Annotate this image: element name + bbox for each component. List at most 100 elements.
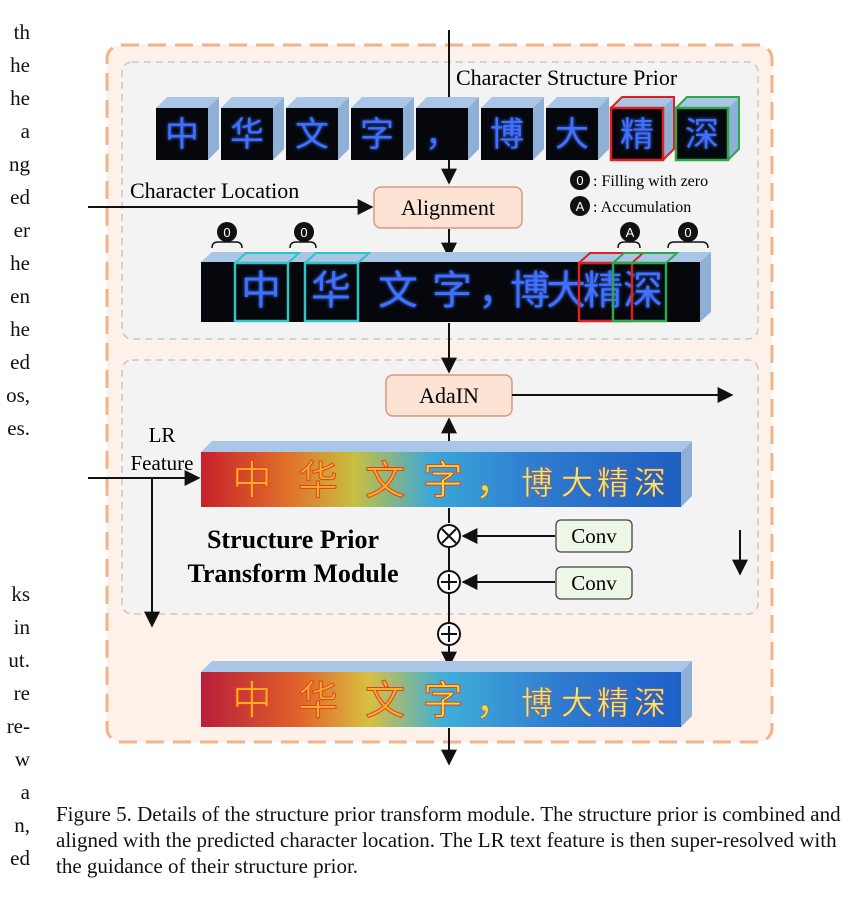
aligned-glyphs: 中华文字，博大精深	[241, 268, 663, 314]
feature-glyph: 深	[634, 464, 666, 502]
left-fragment: he	[10, 53, 30, 77]
marker-label: A	[626, 225, 635, 240]
prior-glyph: 博	[490, 115, 524, 155]
aligned-glyph: 华	[311, 268, 351, 314]
location-label: Character Location	[130, 178, 299, 203]
output-bar-side	[681, 661, 692, 727]
structure-prior-diagram: Character Structure Prior 中华文字，博大精深 Char…	[88, 30, 774, 766]
feature-bar-side	[681, 441, 692, 507]
conv-label-1: Conv	[571, 524, 617, 548]
module-title-line-1: Structure Prior	[207, 525, 379, 554]
prior-cube: 大	[546, 97, 609, 160]
left-fragment: es.	[7, 416, 30, 440]
prior-cube: 中	[156, 97, 219, 160]
conv-label-2: Conv	[571, 571, 617, 595]
output-glyph: 中	[232, 678, 272, 724]
prior-glyph: 深	[685, 115, 719, 155]
left-fragment: a	[20, 119, 30, 143]
prior-glyph: 中	[165, 115, 199, 155]
cyan-box-1-top	[234, 252, 302, 264]
output-glyph: 大	[561, 684, 593, 722]
left-fragment: ks	[11, 582, 30, 606]
feature-glyph: ，	[475, 458, 515, 504]
zero-marker-2: 0	[289, 222, 317, 249]
feature-bar-top	[201, 441, 692, 452]
left-fragment: th	[13, 20, 30, 44]
left-fragment: os,	[6, 383, 30, 407]
output-bar-front	[201, 672, 681, 727]
output-glyph: 文	[365, 678, 405, 724]
green-box-top	[612, 252, 680, 264]
output-glyph: 精	[597, 684, 629, 722]
prior-cube: ，	[416, 97, 479, 160]
feature-glyph: 精	[597, 464, 629, 502]
left-fragment: ng	[9, 152, 30, 176]
prior-cube: 华	[221, 97, 284, 160]
left-fragment: n,	[14, 813, 30, 837]
cyan-box-1	[233, 261, 290, 323]
prior-cube: 深	[674, 96, 740, 162]
module-title-line-2: Transform Module	[187, 559, 398, 588]
conv-box-2	[555, 566, 633, 600]
accumulation-symbol-icon	[570, 196, 590, 216]
feature-glyph: 华	[298, 458, 338, 504]
multiply-cross-b	[441, 528, 457, 544]
aligned-bar-front	[201, 262, 700, 322]
marker-label: 0	[300, 225, 307, 240]
adain-label: AdaIN	[419, 383, 479, 408]
feature-glyph: 文	[365, 458, 405, 504]
accumulation-marker: A	[617, 222, 641, 249]
alignment-label: Alignment	[401, 195, 495, 220]
output-glyphs: 中华文字 ，博大精深	[232, 678, 667, 725]
feature-glyph: 博	[521, 464, 553, 502]
green-box	[611, 261, 668, 323]
left-fragment: a	[20, 780, 30, 804]
cyan-box-2-top	[304, 252, 372, 264]
left-fragment: w	[14, 747, 30, 771]
output-glyph: 华	[298, 678, 338, 724]
aligned-glyph: 博	[510, 268, 550, 314]
red-box	[577, 261, 634, 323]
output-glyph: 字	[423, 678, 463, 724]
prior-cubes: 中华文字 ， 博大精深	[156, 96, 740, 162]
zero-marker-3: 0	[667, 222, 709, 249]
output-glyph: 博	[521, 684, 553, 722]
feature-glyph: 中	[232, 458, 272, 504]
prior-cube: 文	[286, 97, 349, 160]
aligned-bar-side	[700, 252, 711, 322]
left-fragment: in	[13, 615, 30, 639]
legend-zero-symbol: 0	[576, 173, 583, 188]
output-bar-top	[201, 661, 692, 672]
left-fragment: he	[10, 86, 30, 110]
zero-marker-1: 0	[211, 222, 243, 249]
prior-cube: 博	[481, 97, 544, 160]
aligned-glyph: 精	[583, 268, 623, 314]
prior-cube: 精	[609, 96, 675, 162]
prior-glyph: 文	[295, 115, 329, 155]
feature-bar-front	[201, 452, 681, 507]
cyan-box-2	[303, 261, 360, 323]
alignment-box	[373, 186, 523, 229]
left-fragment: re	[13, 681, 30, 705]
zero-symbol-icon	[570, 170, 590, 190]
left-fragment: he	[10, 317, 30, 341]
marker-label: 0	[223, 225, 230, 240]
feature-glyph: 大	[561, 464, 593, 502]
prior-glyph: 华	[230, 115, 264, 155]
output-glyph: 深	[634, 684, 666, 722]
left-fragment: er	[13, 218, 30, 242]
red-box-top	[578, 252, 646, 264]
prior-title: Character Structure Prior	[456, 65, 678, 90]
lr-feature-label-2: Feature	[131, 451, 194, 475]
output-glyph: ，	[475, 678, 515, 724]
left-fragment: ut.	[8, 648, 30, 672]
left-fragment: en	[10, 284, 30, 308]
conv-box-1	[555, 519, 633, 553]
left-fragment: ed	[10, 846, 30, 870]
prior-glyph: 字	[360, 115, 394, 155]
feature-glyphs: 中华文字 ，博大精深	[232, 458, 667, 505]
figure-caption: Figure 5. Details of the structure prior…	[56, 802, 841, 878]
feature-glyph: 字	[423, 458, 463, 504]
left-fragment: re-	[6, 714, 30, 738]
aligned-glyph: 深	[623, 268, 663, 314]
